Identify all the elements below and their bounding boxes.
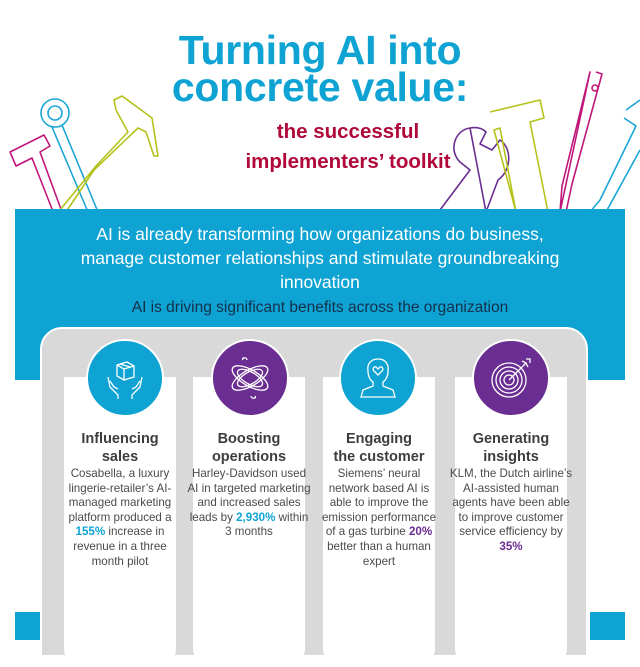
page-subtitle: the successful implementers’ toolkit bbox=[0, 117, 640, 177]
card-body: Siemens’ neural network based AI is able… bbox=[317, 467, 441, 569]
hands-holding-box-icon bbox=[86, 339, 164, 417]
card-heading: Boosting operations bbox=[183, 430, 315, 466]
banner-sub-text: AI is driving significant benefits acros… bbox=[131, 299, 509, 316]
card-body-text: Cosabella, a luxury lingerie-retailer’s … bbox=[68, 467, 172, 524]
card-heading: Generating insights bbox=[445, 430, 577, 466]
card-stat: 155% bbox=[75, 525, 106, 539]
title-line-2: concrete value: bbox=[171, 64, 469, 110]
open-wrench-icon bbox=[589, 99, 640, 213]
target-arrow-icon bbox=[472, 339, 550, 417]
card-heading-line-2: insights bbox=[483, 449, 539, 465]
card-heading-line-2: operations bbox=[211, 449, 287, 465]
accent-strip-right bbox=[590, 612, 625, 640]
hammer-icon bbox=[59, 95, 159, 213]
card-stat: 2,930% bbox=[236, 510, 276, 524]
card-body-text-end: better than a human expert bbox=[327, 539, 431, 568]
subtitle-line-2: implementers’ toolkit bbox=[245, 150, 451, 173]
benefit-card-sales: Influencing sales Cosabella, a luxury li… bbox=[64, 377, 176, 667]
wrench-icon bbox=[40, 98, 99, 213]
card-heading-line-1: Boosting bbox=[217, 431, 281, 447]
card-stat: 35% bbox=[499, 539, 523, 553]
card-body-text: Siemens’ neural network based AI is able… bbox=[321, 467, 437, 539]
head-heart-icon bbox=[339, 339, 417, 417]
page-title: Turning AI into concrete value: bbox=[0, 30, 640, 110]
card-body-text-end: within 3 months bbox=[225, 510, 309, 539]
accent-strip-left bbox=[15, 612, 41, 640]
benefit-card-insights: Generating insights KLM, the Dutch airli… bbox=[450, 377, 572, 667]
atom-icon bbox=[211, 339, 289, 417]
card-body-text-end: increase in revenue in a three month pil… bbox=[73, 525, 167, 568]
screwdriver-icon bbox=[559, 71, 603, 213]
card-heading-line-1: Engaging bbox=[345, 431, 413, 447]
adjustable-wrench-icon bbox=[439, 126, 510, 213]
card-stat: 20% bbox=[408, 525, 433, 539]
subtitle-line-1: the successful bbox=[276, 120, 420, 143]
banner-lead-text: AI is already transforming how organizat… bbox=[80, 224, 560, 292]
title-line-1: Turning AI into bbox=[178, 27, 462, 73]
tools-illustration bbox=[9, 71, 640, 215]
card-heading-line-2: the customer bbox=[333, 449, 425, 465]
benefit-card-customer: Engaging the customer Siemens’ neural ne… bbox=[322, 377, 436, 667]
card-body-text: Harley-Davidson used AI in targeted mark… bbox=[187, 467, 311, 524]
benefit-card-operations: Boosting operations Harley-Davidson used… bbox=[187, 377, 311, 667]
card-heading-line-1: Generating bbox=[472, 431, 550, 447]
card-heading-line-1: Influencing bbox=[81, 431, 159, 447]
card-body-text: KLM, the Dutch airline’s AI-assisted hum… bbox=[449, 467, 573, 539]
card-body: Harley-Davidson used AI in targeted mark… bbox=[187, 467, 311, 540]
card-heading: Influencing sales bbox=[54, 430, 186, 466]
card-body: Cosabella, a luxury lingerie-retailer’s … bbox=[58, 467, 182, 569]
card-heading: Engaging the customer bbox=[313, 430, 445, 466]
card-body: KLM, the Dutch airline’s AI-assisted hum… bbox=[449, 467, 573, 555]
t-handle-icon bbox=[489, 99, 549, 213]
card-heading-line-2: sales bbox=[101, 449, 139, 465]
